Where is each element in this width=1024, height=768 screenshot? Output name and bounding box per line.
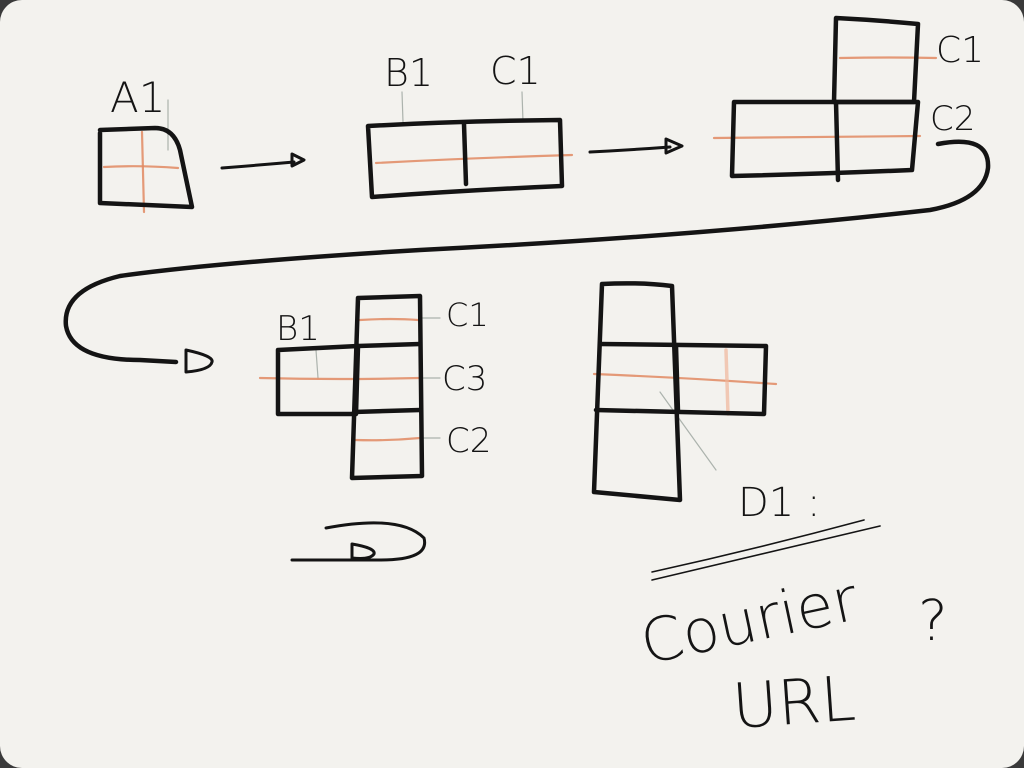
b1-mid-box — [275, 343, 361, 417]
label-url: URL — [730, 662, 858, 743]
d1-underline-1 — [651, 519, 865, 573]
b1-mid-leader — [315, 349, 319, 379]
column-outline — [349, 293, 425, 481]
c1-box — [831, 15, 921, 105]
c2-box — [729, 99, 921, 179]
label-c1-mid: C1 — [446, 296, 489, 334]
b1c1-box — [365, 117, 565, 200]
d1-underline-2 — [651, 525, 881, 581]
label-a1: A1 — [110, 73, 165, 122]
note-d1: D1 : — [651, 480, 881, 581]
arrow-3-shaft — [290, 521, 427, 562]
arrow-1-head — [290, 152, 306, 168]
stage-cross — [591, 281, 778, 503]
c2-divider — [833, 99, 841, 183]
c1-guide — [838, 56, 938, 60]
label-b1-mid: B1 — [276, 309, 320, 349]
a1-guide-horizontal — [102, 165, 180, 170]
label-c2-mid: C2 — [446, 421, 491, 461]
cross-divider — [673, 343, 681, 415]
cross-vertical-bar — [591, 281, 683, 503]
stage-a1: A1 — [97, 73, 195, 214]
a1-box — [97, 125, 195, 210]
c2-mid-guide — [353, 436, 422, 442]
column-divider-top — [355, 341, 423, 349]
c1-leader-line — [521, 91, 524, 123]
label-courier: Courier — [635, 564, 865, 678]
b1-leader-line — [401, 91, 404, 123]
column-divider-bottom — [351, 407, 423, 415]
c3-mid-guide — [258, 376, 422, 381]
connector-arrowhead — [184, 348, 214, 374]
arrow-3-head — [350, 542, 376, 560]
c1-mid-guide — [358, 317, 420, 322]
note-courier-url: Courier URL ? — [635, 564, 948, 742]
stage-b1-c1: B1 C1 — [365, 49, 574, 200]
label-c2-right: C2 — [930, 99, 975, 139]
label-b1-top: B1 — [384, 51, 433, 95]
c2-guide — [712, 134, 922, 140]
label-d1: D1 : — [738, 480, 820, 526]
cross-leader-line — [659, 391, 717, 471]
cross-guide-horizontal — [592, 372, 778, 386]
arrow-1 — [220, 152, 306, 170]
arrow-2-head — [664, 137, 684, 155]
arrow-3 — [290, 521, 427, 562]
stage-column: B1 C1 C3 C2 — [258, 293, 491, 481]
connector-curve — [63, 139, 991, 365]
arrow-1-shaft — [220, 160, 296, 170]
label-c1-top: C1 — [490, 49, 541, 93]
b1c1-divider — [461, 121, 469, 187]
cross-guide-vertical — [724, 348, 730, 416]
arrow-2 — [588, 137, 684, 155]
label-c1-right: C1 — [936, 30, 984, 71]
stage-c1-c2: C1 C2 — [712, 15, 984, 183]
b1c1-guide — [374, 153, 574, 165]
arrow-2-shaft — [588, 145, 672, 154]
label-question: ? — [918, 589, 948, 654]
label-c3-mid: C3 — [442, 359, 487, 399]
a1-guide-vertical — [140, 130, 146, 214]
